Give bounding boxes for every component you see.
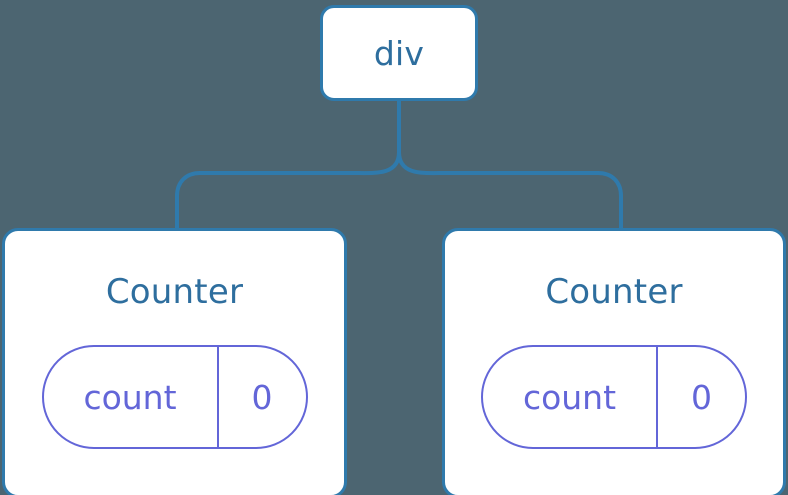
node-counter-left-label: Counter	[105, 272, 244, 312]
node-counter-right[interactable]: Counter count 0	[442, 228, 786, 495]
state-value-left-text: 0	[251, 377, 273, 417]
node-counter-right-label: Counter	[545, 272, 683, 312]
state-pill-right[interactable]: count 0	[481, 345, 747, 449]
state-key-left: count	[44, 347, 219, 447]
state-pill-left[interactable]: count 0	[41, 345, 308, 449]
node-div-label: div	[373, 33, 425, 73]
state-key-left-text: count	[83, 377, 177, 417]
connector-branch-left	[175, 151, 401, 228]
connector-branch-right	[397, 151, 623, 228]
state-value-left: 0	[219, 347, 306, 447]
node-counter-left[interactable]: Counter count 0	[2, 228, 347, 495]
state-key-right: count	[483, 347, 658, 447]
state-key-right-text: count	[522, 377, 617, 417]
state-value-right: 0	[658, 347, 745, 447]
state-value-right-text: 0	[691, 377, 712, 417]
node-div[interactable]: div	[320, 5, 478, 101]
